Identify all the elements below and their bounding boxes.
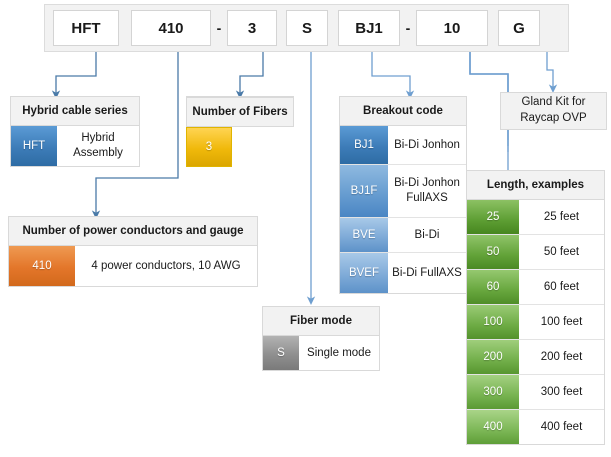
table-fiber-mode: Fiber mode S Single mode — [262, 306, 380, 372]
table-number-of-fibers: Number of Fibers 3 — [186, 96, 294, 168]
code-cell-bve: BVE — [340, 218, 388, 253]
code-cell-bj1: BJ1 — [340, 126, 388, 165]
code-cell-25: 25 — [467, 200, 519, 235]
desc-cell-bvef: Bi-Di FullAXS — [392, 266, 462, 279]
hybrid-cable-series-title: Hybrid cable series — [11, 97, 139, 127]
table-row: 400 400 feet — [467, 410, 604, 445]
pn-segment-hft[interactable]: HFT — [53, 10, 119, 46]
fiber-mode-title: Fiber mode — [263, 307, 379, 337]
table-row: 60 60 feet — [467, 270, 604, 306]
desc-cell-bj1f: Bi-Di Jonhon FullAXS — [394, 177, 460, 205]
table-row: 100 100 feet — [467, 305, 604, 341]
desc-cell-hft: Hybrid Assembly — [73, 132, 123, 160]
table-row: 200 200 feet — [467, 340, 604, 376]
code-cell-hft: HFT — [11, 126, 57, 167]
code-cell-bvef: BVEF — [340, 253, 388, 294]
desc-cell-50: 50 feet — [543, 245, 580, 258]
breakout-code-title: Breakout code — [340, 97, 466, 127]
table-row: 410 4 power conductors, 10 AWG — [9, 246, 257, 287]
code-cell-100: 100 — [467, 305, 519, 340]
code-cell-50: 50 — [467, 235, 519, 270]
pn-segment-bj1[interactable]: BJ1 — [338, 10, 400, 46]
desc-cell-s: Single mode — [307, 346, 371, 359]
desc-cell-100: 100 feet — [540, 315, 583, 328]
code-cell-3: 3 — [186, 127, 232, 168]
part-number-strip: HFT 410 - 3 S BJ1 - 10 G — [44, 4, 569, 52]
table-row: 3 — [186, 127, 294, 168]
code-cell-200: 200 — [467, 340, 519, 375]
code-cell-400: 400 — [467, 410, 519, 445]
table-row: BVEF Bi-Di FullAXS — [340, 253, 466, 294]
power-conductors-title: Number of power conductors and gauge — [9, 217, 257, 247]
pn-segment-3[interactable]: 3 — [227, 10, 277, 46]
pn-segment-s[interactable]: S — [286, 10, 328, 46]
pn-separator-1: - — [216, 20, 222, 36]
desc-cell-bve: Bi-Di — [414, 228, 440, 241]
desc-cell-400: 400 feet — [540, 420, 583, 433]
desc-cell-300: 300 feet — [540, 385, 583, 398]
desc-cell-200: 200 feet — [540, 350, 583, 363]
pn-segment-10[interactable]: 10 — [416, 10, 488, 46]
table-length-examples: Length, examples 25 25 feet 50 50 feet 6… — [466, 170, 605, 446]
table-power-conductors: Number of power conductors and gauge 410… — [8, 216, 258, 288]
code-cell-s: S — [263, 336, 299, 371]
code-cell-300: 300 — [467, 375, 519, 410]
pn-segment-410[interactable]: 410 — [131, 10, 211, 46]
number-of-fibers-title: Number of Fibers — [186, 97, 294, 128]
table-row: HFT Hybrid Assembly — [11, 126, 139, 167]
desc-cell-410: 4 power conductors, 10 AWG — [91, 259, 241, 272]
table-row: BJ1F Bi-Di Jonhon FullAXS — [340, 165, 466, 219]
desc-cell-25: 25 feet — [543, 210, 580, 223]
table-row: 25 25 feet — [467, 200, 604, 236]
table-row: 300 300 feet — [467, 375, 604, 411]
note-gland-kit: Gland Kit for Raycap OVP — [500, 92, 607, 130]
table-row: BVE Bi-Di — [340, 218, 466, 254]
length-examples-title: Length, examples — [467, 171, 604, 201]
table-breakout-code: Breakout code BJ1 Bi-Di Jonhon BJ1F Bi-D… — [339, 96, 467, 295]
pn-segment-g[interactable]: G — [498, 10, 540, 46]
table-row: BJ1 Bi-Di Jonhon — [340, 126, 466, 166]
table-hybrid-cable-series: Hybrid cable series HFT Hybrid Assembly — [10, 96, 140, 168]
desc-cell-bj1: Bi-Di Jonhon — [394, 138, 460, 151]
pn-separator-2: - — [405, 20, 411, 36]
table-row: 50 50 feet — [467, 235, 604, 271]
code-cell-bj1f: BJ1F — [340, 165, 388, 218]
desc-cell-60: 60 feet — [543, 280, 580, 293]
table-row: S Single mode — [263, 336, 379, 371]
code-cell-410: 410 — [9, 246, 75, 287]
code-cell-60: 60 — [467, 270, 519, 305]
